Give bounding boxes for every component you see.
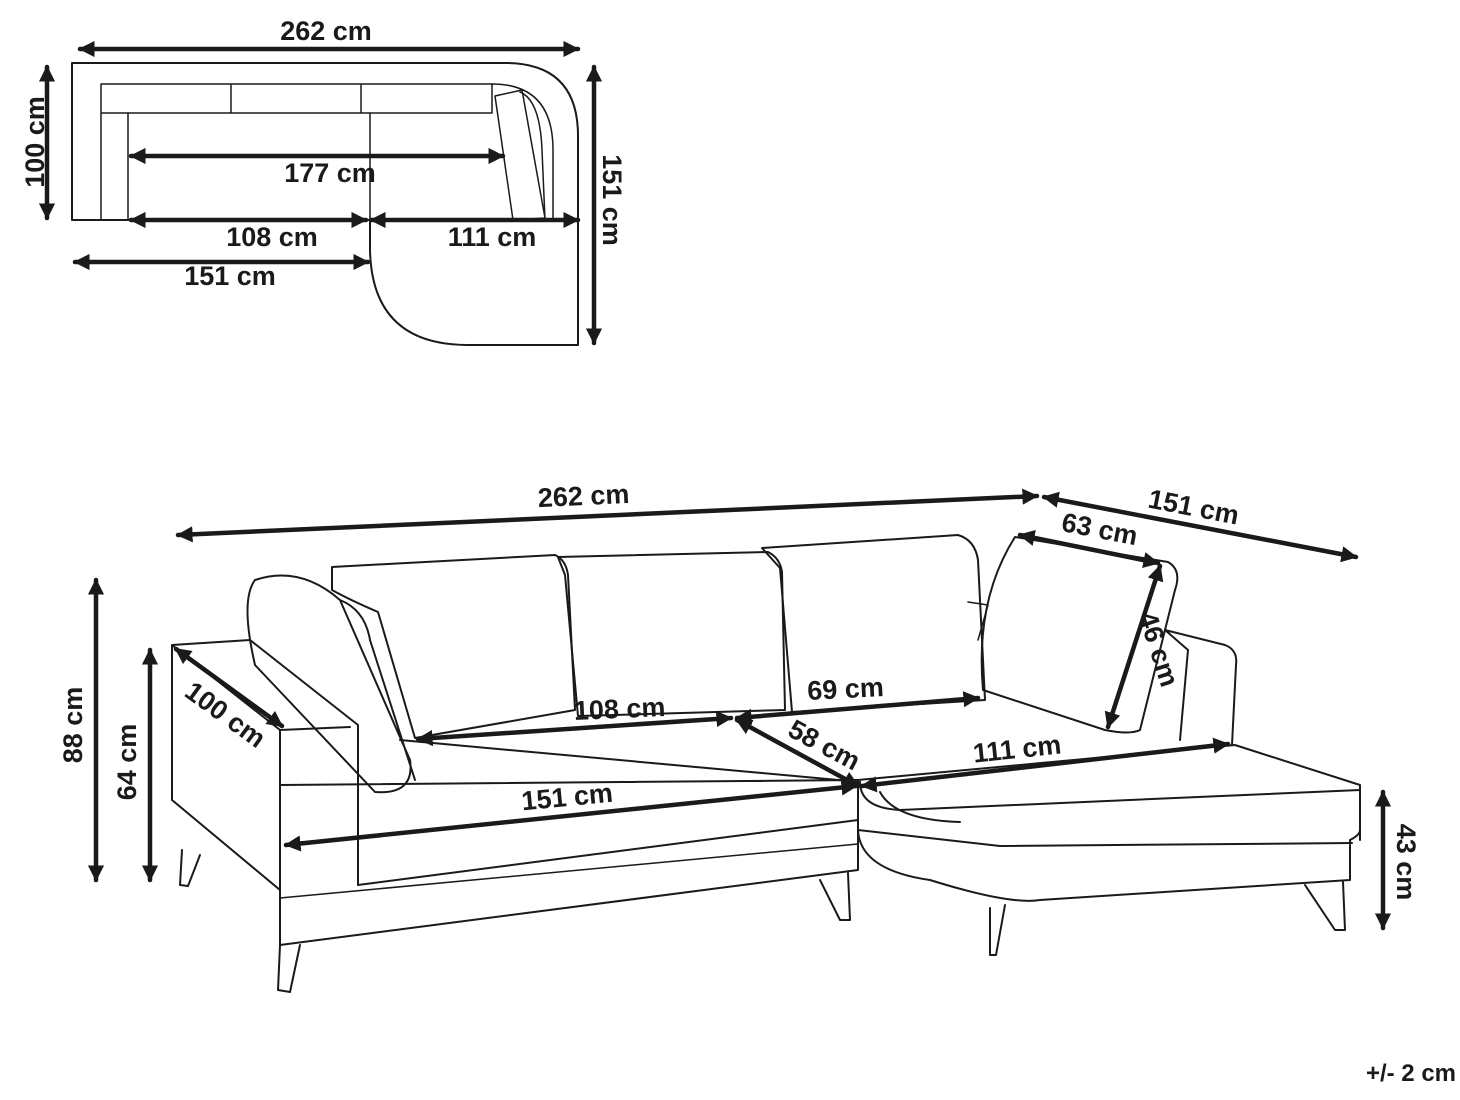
- leg-chaise-right: [1304, 881, 1346, 931]
- perspective-view: 262 cm 151 cm 63 cm 46 cm 88 cm 64 cm 10…: [58, 479, 1421, 993]
- depth-line: [173, 646, 285, 729]
- chaise-back-cushion: [980, 536, 1179, 734]
- tolerance-note: +/- 2 cm: [1365, 1060, 1456, 1087]
- leg-chaise-front: [989, 904, 1006, 956]
- arm-height-label: 64 cm: [112, 724, 142, 801]
- seat-depth-line: [734, 717, 861, 789]
- left-side-cushion: [246, 574, 416, 794]
- plan-width-label: 262 cm: [280, 16, 372, 46]
- total-height-label: 88 cm: [58, 687, 88, 764]
- chaise-seat-line: [859, 737, 1231, 793]
- plan-view: 262 cm 100 cm 151 cm 177 cm 108 cm 111 c…: [20, 16, 627, 346]
- chaise-length-line: [1041, 491, 1359, 563]
- left-seat-line: [415, 710, 734, 747]
- back-cushion-1: [331, 554, 576, 739]
- plan-main-width-label: 151 cm: [184, 261, 276, 291]
- middle-seat-label: 69 cm: [807, 672, 885, 706]
- main-base-band: [279, 843, 859, 899]
- cushion-width-line: [1017, 529, 1161, 569]
- overall-width-line: [175, 488, 1040, 543]
- chaise-front: [857, 829, 1361, 902]
- plan-chaise-seat-label: 111 cm: [448, 222, 537, 252]
- leg-back-left: [179, 849, 201, 887]
- plan-seat-width-label: 177 cm: [284, 158, 376, 188]
- middle-seat-line: [734, 691, 981, 725]
- plan-chaise-depth-label: 151 cm: [597, 154, 627, 246]
- leg-front-middle: [819, 872, 851, 921]
- cushion-height-line: [1104, 563, 1164, 730]
- plan-depth-label: 100 cm: [20, 96, 50, 188]
- seat-height-label: 43 cm: [1391, 824, 1421, 901]
- plan-right-arm: [491, 83, 554, 221]
- leg-front-left: [277, 944, 301, 993]
- overall-width-label: 262 cm: [537, 479, 630, 513]
- back-cushion-2: [557, 551, 786, 717]
- left-seat-label: 108 cm: [573, 692, 666, 726]
- back-frame: [967, 601, 989, 641]
- plan-left-seat-label: 108 cm: [226, 222, 318, 252]
- plan-outline: [71, 62, 579, 346]
- cushion-height-label: 46 cm: [1132, 608, 1184, 690]
- main-width-line: [283, 779, 859, 852]
- chaise-arm: [1164, 629, 1238, 746]
- plan-back-cushions: [100, 83, 493, 221]
